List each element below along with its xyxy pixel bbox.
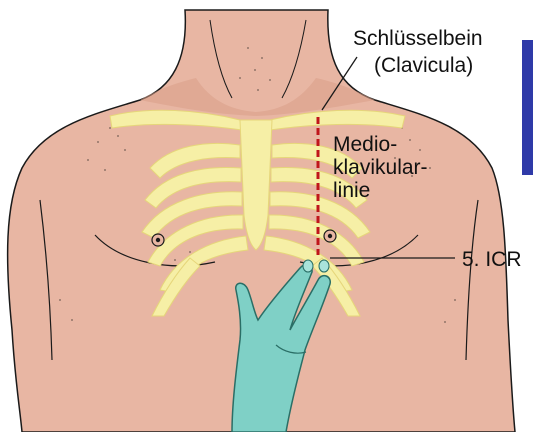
mcl-label-line3: linie <box>333 179 370 202</box>
clavicle-label-line1: Schlüsselbein <box>353 27 483 50</box>
clavicle-label-line2: (Clavicula) <box>374 54 473 77</box>
mcl-label-line1: Medio- <box>333 133 397 156</box>
nipple-left <box>152 234 164 246</box>
edge-strip <box>522 40 533 175</box>
nipple-right <box>324 230 336 242</box>
icr-label: 5. ICR <box>462 248 522 271</box>
mcl-label-line2: klavikular- <box>333 156 428 179</box>
